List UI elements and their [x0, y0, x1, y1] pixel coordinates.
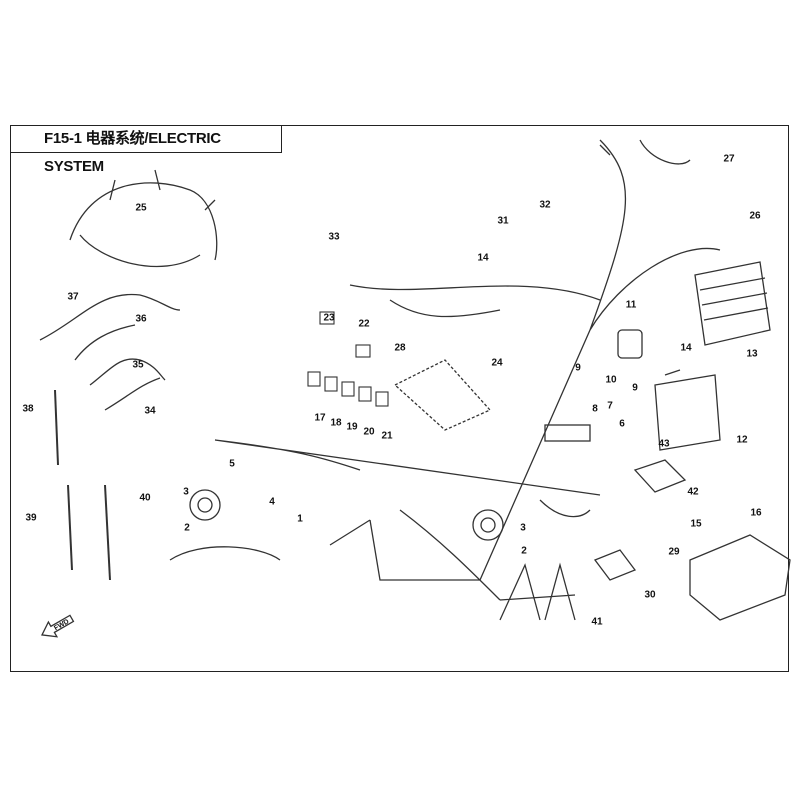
callout: 26	[749, 210, 761, 222]
cable-tie-40	[104, 484, 111, 581]
callout: 11	[625, 299, 637, 311]
control-module-15	[689, 534, 791, 621]
callout: 9	[632, 382, 638, 394]
horn-3-left	[189, 489, 221, 521]
regulator-13	[694, 261, 771, 346]
callout: 38	[22, 403, 34, 415]
callout: 22	[358, 318, 370, 330]
callout: 35	[132, 359, 144, 371]
callout: 14	[680, 342, 692, 354]
repair-kit-28	[393, 359, 492, 431]
callout: 40	[139, 492, 151, 504]
callout: 12	[736, 434, 748, 446]
callout: 39	[25, 512, 37, 524]
callout: 10	[605, 374, 617, 386]
horn-3-right	[472, 509, 504, 541]
main-harness-24	[169, 139, 721, 601]
callout: 37	[67, 291, 79, 303]
starter-relay-10	[617, 329, 643, 359]
cable-34	[104, 377, 161, 411]
battery-12	[654, 369, 721, 451]
callout: 4	[269, 496, 275, 508]
cable-tie-38	[54, 389, 59, 466]
callout: 7	[607, 400, 613, 412]
cable-37	[39, 293, 181, 341]
callout: 25	[135, 202, 147, 214]
callout: 24	[491, 357, 503, 369]
cable-tie-39	[67, 484, 73, 571]
fwd-label: FWD	[53, 618, 70, 632]
callout: 33	[328, 231, 340, 243]
callout: 30	[644, 589, 656, 601]
callout: 2	[521, 545, 527, 557]
callout: 15	[690, 518, 702, 530]
diagram-title: F15-1 电器系统/ELECTRIC SYSTEM	[10, 125, 282, 175]
callout: 18	[330, 417, 342, 429]
sensor-29	[593, 549, 637, 581]
callout: 6	[619, 418, 625, 430]
fwd-arrow-icon: FWD	[41, 614, 75, 638]
callout: 14	[477, 252, 489, 264]
fuse-box-7	[544, 424, 591, 442]
callout: 16	[750, 507, 762, 519]
callout: 32	[539, 199, 551, 211]
callout: 19	[346, 421, 358, 433]
callout: 34	[144, 405, 156, 417]
diagram-frame	[10, 125, 789, 672]
callout: 9	[575, 362, 581, 374]
callout: 36	[135, 313, 147, 325]
callout: 8	[592, 403, 598, 415]
callout: 41	[591, 616, 603, 628]
ecu-42	[633, 459, 687, 493]
harness-25	[69, 169, 218, 268]
callout: 1	[297, 513, 303, 525]
relays	[307, 311, 389, 407]
callout: 20	[363, 426, 375, 438]
cable-36	[74, 324, 136, 361]
callout: 21	[381, 430, 393, 442]
callout: 28	[394, 342, 406, 354]
callout: 5	[229, 458, 235, 470]
callout: 27	[723, 153, 735, 165]
callout: 13	[746, 348, 758, 360]
callout: 43	[658, 438, 670, 450]
callout: 3	[183, 486, 189, 498]
callout: 23	[323, 312, 335, 324]
callout: 17	[314, 412, 326, 424]
bracket-41	[499, 562, 576, 621]
cable-35	[89, 358, 166, 386]
callout: 31	[497, 215, 509, 227]
callout: 29	[668, 546, 680, 558]
callout: 2	[184, 522, 190, 534]
callout: 3	[520, 522, 526, 534]
callout: 42	[687, 486, 699, 498]
